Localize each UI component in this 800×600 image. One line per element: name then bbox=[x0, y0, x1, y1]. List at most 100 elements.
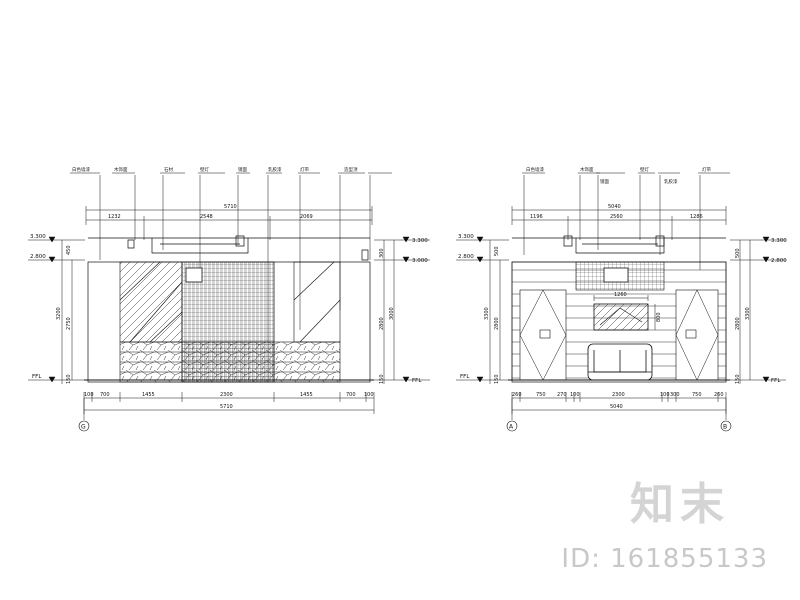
dim-text: 2300 bbox=[220, 392, 233, 398]
wall-sconce-icon bbox=[685, 329, 697, 339]
watermark-brand: 知末 bbox=[630, 479, 730, 530]
right-ceiling-soffit bbox=[512, 235, 726, 254]
left-level-markers: 3.300 2.800 FFL 450 2750 3200 150 bbox=[28, 234, 85, 384]
right-side-panel-left bbox=[519, 289, 567, 381]
dim-total-bottom: 5040 bbox=[610, 404, 623, 410]
dim-text: 3200 bbox=[56, 307, 62, 320]
note-text: 灯带 bbox=[702, 166, 711, 173]
dim-text: 150 bbox=[735, 374, 741, 384]
level-text: FFL bbox=[412, 378, 422, 384]
left-callout-notes: 白色墙漆 木饰面 石材 壁灯 镜面 乳胶漆 灯带 造型顶 bbox=[72, 166, 358, 173]
dim-total-top: 5710 bbox=[224, 204, 237, 210]
dim-text: 300 bbox=[670, 392, 680, 398]
note-text: 壁灯 bbox=[200, 166, 209, 173]
right-callout-leaders bbox=[522, 172, 730, 270]
dim-text: 2069 bbox=[300, 214, 313, 220]
note-text: 石材 bbox=[164, 166, 173, 173]
dim-text: 2800 bbox=[494, 317, 500, 330]
axis-label: G bbox=[81, 424, 86, 431]
right-side-panel-right bbox=[675, 289, 719, 381]
left-top-dimension: 5710 1232 2548 2069 bbox=[85, 204, 373, 240]
note-text: 壁灯 bbox=[640, 166, 649, 173]
axis-label: A bbox=[509, 424, 514, 431]
note-text: 木饰面 bbox=[580, 166, 594, 173]
level-text: 3.300 bbox=[30, 234, 46, 240]
right-elevation: 白色墙漆 木饰面 镜面 壁灯 乳胶漆 灯带 5040 1196 2560 128… bbox=[456, 166, 787, 432]
dim-text: 2548 bbox=[200, 214, 213, 220]
left-bottom-dimension: 100 700 1455 2300 1455 700 100 5710 bbox=[83, 392, 375, 414]
left-ceiling-soffit bbox=[88, 235, 370, 261]
dim-text: 500 bbox=[735, 248, 741, 258]
dim-text: 750 bbox=[692, 392, 702, 398]
dim-text: 1196 bbox=[530, 214, 543, 220]
note-text: 乳胶漆 bbox=[268, 166, 282, 173]
axis-bubble-b bbox=[720, 420, 732, 432]
dim-text: 3300 bbox=[745, 307, 751, 320]
left-wall-sconce bbox=[185, 267, 203, 283]
dim-text: 3000 bbox=[389, 307, 395, 320]
dim-total-bottom: 5710 bbox=[220, 404, 233, 410]
dim-text: 100 bbox=[364, 392, 374, 398]
note-text: 白色墙漆 bbox=[526, 166, 544, 173]
note-text: 木饰面 bbox=[114, 166, 128, 173]
right-elev-left-levels: 3.300 2.800 FFL 500 2800 3300 150 bbox=[456, 234, 509, 384]
dim-text: 750 bbox=[536, 392, 546, 398]
dim-text: 260 bbox=[512, 392, 522, 398]
level-text: 2.800 bbox=[30, 254, 46, 260]
right-ceiling-light bbox=[603, 267, 629, 283]
dim-text: 2750 bbox=[66, 317, 72, 330]
dim-text: 100 bbox=[660, 392, 670, 398]
level-text: FFL bbox=[771, 378, 781, 384]
level-text: 3.000 bbox=[412, 258, 428, 264]
sofa-icon bbox=[587, 343, 653, 381]
dim-text: 150 bbox=[379, 374, 385, 384]
dim-text: 800 bbox=[656, 312, 662, 322]
level-text: 3.300 bbox=[771, 238, 787, 244]
left-callout-leaders bbox=[70, 172, 392, 380]
right-bottom-dimension: 260 750 270 100 2300 100 300 750 260 504… bbox=[511, 392, 727, 414]
dim-text: 150 bbox=[66, 374, 72, 384]
dim-text: 500 bbox=[494, 246, 500, 256]
dim-text: 1260 bbox=[614, 292, 627, 298]
dim-text: 2560 bbox=[610, 214, 623, 220]
note-text: 灯带 bbox=[300, 166, 309, 173]
dim-text: 1286 bbox=[690, 214, 703, 220]
level-text: 3.300 bbox=[458, 234, 474, 240]
left-elevation: 白色墙漆 木饰面 石材 壁灯 镜面 乳胶漆 灯带 造型顶 5710 1232 2… bbox=[28, 166, 430, 432]
watermark-id: ID: 161855133 bbox=[561, 544, 768, 574]
dim-text: 2800 bbox=[735, 317, 741, 330]
left-wood-panel-b bbox=[293, 261, 341, 343]
dim-text: 270 bbox=[557, 392, 567, 398]
axis-bubble-a bbox=[506, 420, 518, 432]
note-text: 造型顶 bbox=[344, 166, 358, 173]
dim-text: 300 bbox=[379, 248, 385, 258]
dim-total-top: 5040 bbox=[608, 204, 621, 210]
dim-text: 3300 bbox=[484, 307, 490, 320]
level-text: 2.800 bbox=[771, 258, 787, 264]
wall-sconce-icon bbox=[539, 329, 551, 339]
level-text: 2.800 bbox=[458, 254, 474, 260]
note-text: 白色墙漆 bbox=[72, 166, 90, 173]
dim-text: 700 bbox=[100, 392, 110, 398]
dim-text: 2800 bbox=[379, 317, 385, 330]
right-painting bbox=[593, 303, 649, 331]
axis-label: B bbox=[723, 424, 727, 431]
note-text: 镜面 bbox=[600, 178, 609, 185]
left-wood-panel-a bbox=[119, 261, 183, 343]
right-callout-notes: 白色墙漆 木饰面 镜面 壁灯 乳胶漆 灯带 bbox=[526, 166, 711, 185]
right-level-markers-left-elev: 3.300 3.000 FFL 300 2800 3000 150 bbox=[374, 236, 430, 384]
dim-text: 100 bbox=[570, 392, 580, 398]
dim-text: 700 bbox=[346, 392, 356, 398]
note-text: 乳胶漆 bbox=[664, 178, 678, 185]
dim-text: 1455 bbox=[300, 392, 313, 398]
dim-text: 450 bbox=[66, 245, 72, 255]
dim-text: 150 bbox=[494, 374, 500, 384]
dim-text: 260 bbox=[714, 392, 724, 398]
level-text: FFL bbox=[460, 374, 470, 380]
note-text: 镜面 bbox=[238, 166, 247, 173]
right-elev-right-levels: 3.300 2.800 FFL 500 2800 3300 150 bbox=[730, 236, 787, 384]
axis-bubble-g bbox=[78, 420, 90, 432]
level-text: 3.300 bbox=[412, 238, 428, 244]
right-top-dimension: 5040 1196 2560 1286 bbox=[511, 204, 727, 240]
